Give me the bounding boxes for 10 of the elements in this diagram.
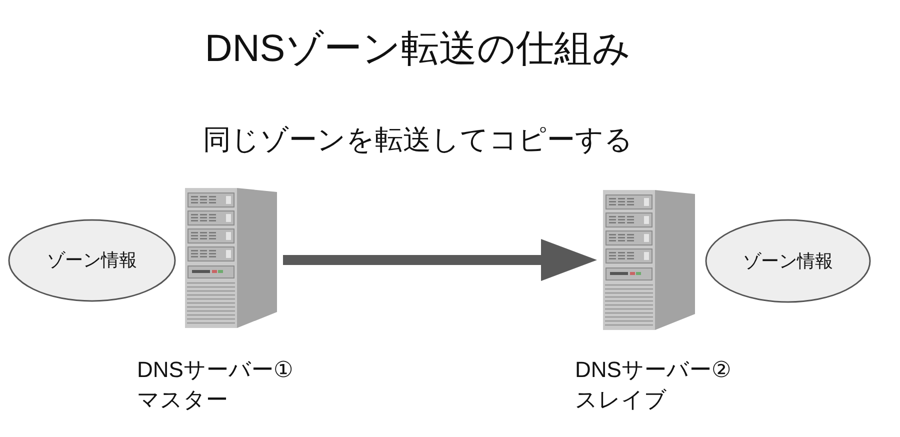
zone-info-bubble: ゾーン情報 xyxy=(705,219,871,303)
server-role-label: スレイブ xyxy=(575,387,667,414)
server-name-label: DNSサーバー① xyxy=(137,357,294,384)
server-name-label: DNSサーバー② xyxy=(575,357,732,384)
arrow xyxy=(283,239,597,281)
diagram-title: DNSゾーン転送の仕組み xyxy=(204,27,632,72)
zone-info-bubble: ゾーン情報 xyxy=(8,219,176,302)
server-illustration xyxy=(185,188,277,328)
server-role-label: マスター xyxy=(137,387,228,414)
server-illustration xyxy=(603,190,695,330)
